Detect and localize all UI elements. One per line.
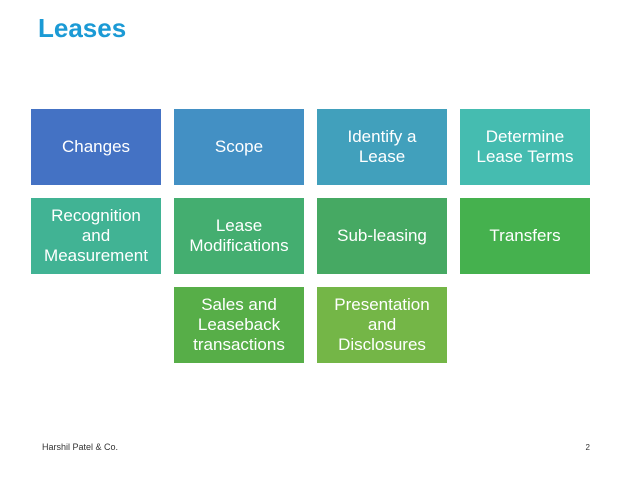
footer-page-number: 2 bbox=[585, 443, 590, 452]
box-scope: Scope bbox=[174, 109, 304, 185]
box-lease-modifications: Lease Modifications bbox=[174, 198, 304, 274]
box-presentation-and-disclosures: Presentation and Disclosures bbox=[317, 287, 447, 363]
box-transfers: Transfers bbox=[460, 198, 590, 274]
box-changes: Changes bbox=[31, 109, 161, 185]
box-sub-leasing: Sub-leasing bbox=[317, 198, 447, 274]
box-sales-and-leaseback-transactions: Sales and Leaseback transactions bbox=[174, 287, 304, 363]
page-title: Leases bbox=[38, 13, 127, 43]
box-recognition-and-measurement: Recognition and Measurement bbox=[31, 198, 161, 274]
footer-company-name: Harshil Patel & Co. bbox=[42, 442, 119, 452]
box-identify-a-lease: Identify a Lease bbox=[317, 109, 447, 185]
box-determine-lease-terms: Determine Lease Terms bbox=[460, 109, 590, 185]
